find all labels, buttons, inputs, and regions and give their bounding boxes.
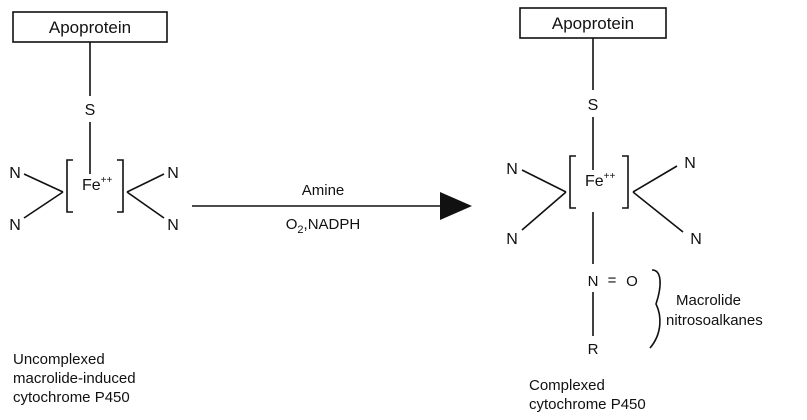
uncomplexed-caption-line-3: cytochrome P450 [13, 389, 130, 406]
apoprotein-box-left [12, 11, 168, 43]
reagent-amine-label: Amine [302, 182, 345, 199]
apoprotein-box-right [519, 7, 667, 39]
bracket-left-open [66, 159, 73, 213]
nitrogen-upper-left-complex: N [506, 161, 518, 178]
reaction-arrow-group: Amine O2,NADPH [192, 182, 472, 236]
ligand-label-line-1: Macrolide [676, 292, 741, 309]
nitrogen-lower-right-complex: N [690, 231, 702, 248]
complexed-caption-line-1: Complexed [529, 377, 605, 394]
bracket-right-close [622, 155, 629, 209]
complexed-structure: Apoprotein S Fe++ N N N N N = O R Macrol… [506, 7, 763, 358]
apoprotein-label-right: Apoprotein [552, 14, 634, 33]
r-group: R [588, 341, 599, 358]
nitroso-oxygen: O [626, 273, 638, 290]
uncomplexed-caption-line-1: Uncomplexed [13, 351, 105, 368]
apoprotein-label-left: Apoprotein [49, 18, 131, 37]
sulfur-atom-left: S [85, 102, 96, 119]
uncomplexed-structure: Apoprotein S Fe++ N N N N [9, 11, 179, 234]
iron-atom-left: Fe++ [82, 175, 113, 194]
bracket-left-close [117, 159, 124, 213]
ligand-brace [649, 269, 661, 349]
nitrogen-upper-right-complex: N [684, 155, 696, 172]
n-bond-upper-left [23, 173, 64, 193]
reaction-arrow-head [440, 192, 472, 220]
n-bond-upper-left-complex [521, 169, 567, 193]
iron-atom-right: Fe++ [585, 171, 616, 190]
n-bond-upper-right-complex [632, 165, 678, 193]
n-bond-lower-right-complex [632, 191, 684, 233]
nitroso-nitrogen: N [588, 273, 599, 290]
n-bond-lower-left-complex [521, 191, 567, 231]
nitrogen-lower-right: N [167, 217, 179, 234]
nitrogen-upper-left: N [9, 165, 21, 182]
complexed-caption: Complexed cytochrome P450 [529, 376, 646, 414]
uncomplexed-caption: Uncomplexed macrolide-induced cytochrome… [13, 350, 136, 407]
ligand-label-line-2: nitrosoalkanes [666, 312, 763, 329]
n-bond-upper-right [126, 173, 165, 193]
nitrogen-upper-right: N [167, 165, 179, 182]
nitroso-double-bond: = [608, 272, 617, 289]
n-bond-lower-left [23, 191, 64, 219]
nitrogen-lower-left-complex: N [506, 231, 518, 248]
nitrogen-lower-left: N [9, 217, 21, 234]
n-bond-lower-right [126, 191, 165, 219]
sulfur-atom-right: S [588, 97, 599, 114]
uncomplexed-caption-line-2: macrolide-induced [13, 370, 136, 387]
bracket-right-open [569, 155, 576, 209]
complexed-caption-line-2: cytochrome P450 [529, 396, 646, 413]
reagent-cofactor-label: O2,NADPH [286, 216, 360, 236]
